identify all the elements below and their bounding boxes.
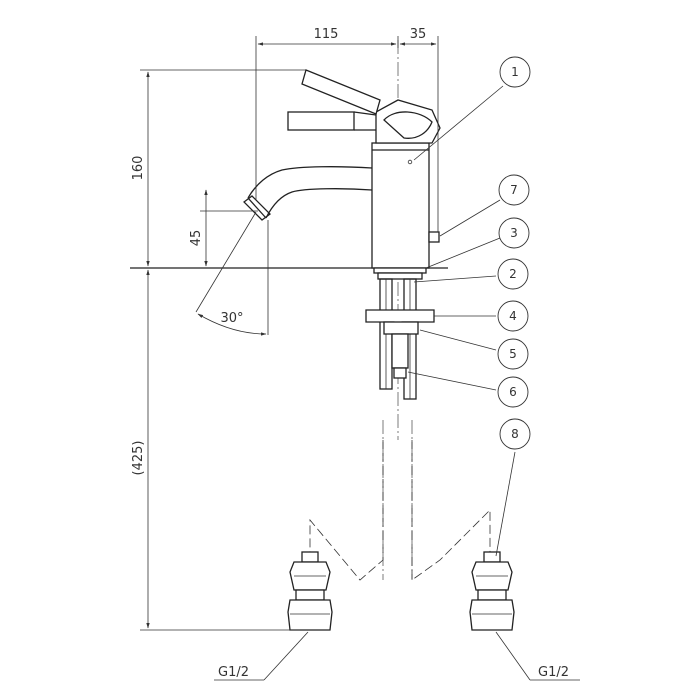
dimension-45: 45 [189,189,258,267]
dimension-160-label: 160 [131,156,146,181]
balloon-3: 3 [498,217,530,249]
mounting-assembly [365,272,435,400]
angle-30-label: 30° [220,311,243,326]
supply-hoses [309,440,491,581]
balloon-8: 8 [499,418,531,450]
balloon-1-label: 1 [511,65,519,79]
balloon-6: 6 [497,376,529,408]
thread-callout-left: G1/2 [214,631,309,681]
balloon-2: 2 [497,258,529,290]
balloon-3-label: 3 [510,226,518,240]
balloon-7: 7 [498,174,530,206]
thread-label-right: G1/2 [538,665,569,680]
balloon-8-label: 8 [511,427,519,441]
dimension-115: 115 [255,27,399,200]
balloon-leaders [407,85,516,557]
stop-valve-left [287,551,333,631]
dimension-115-label: 115 [314,27,339,42]
faucet-body [243,69,441,274]
dimension-160: 160 [131,69,306,267]
thread-label-left: G1/2 [218,665,249,680]
balloon-2-label: 2 [509,267,517,281]
dimension-35-label: 35 [410,27,427,42]
balloon-4-label: 4 [509,309,517,323]
balloon-5-label: 5 [509,347,517,361]
stop-valve-right [469,551,515,631]
dimension-425-label: (425) [131,441,146,476]
thread-callout-right: G1/2 [495,631,580,681]
dimension-35: 35 [399,27,439,232]
balloon-6-label: 6 [509,385,517,399]
angle-30: 30° [195,211,269,336]
dimension-425: (425) [131,269,300,631]
balloon-5: 5 [497,338,529,370]
balloon-7-label: 7 [510,183,518,197]
balloon-1: 1 [499,56,531,88]
balloon-4: 4 [497,300,529,332]
dimension-45-label: 45 [189,230,204,247]
